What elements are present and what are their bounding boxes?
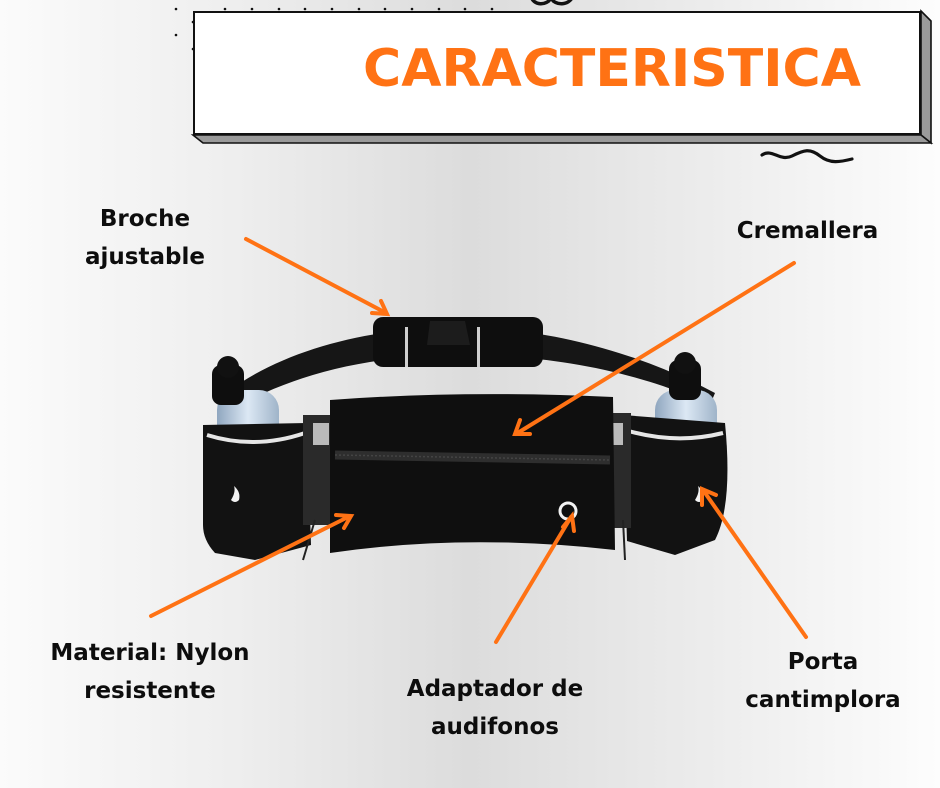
title-box: CARACTERISTICA: [193, 11, 921, 135]
wave-squiggle-icon: [760, 149, 854, 164]
loop-scribble-icon: [530, 0, 573, 6]
title-box-3d-edge: [190, 9, 934, 145]
running-belt-image: [203, 317, 728, 561]
arrow-broche: [244, 237, 388, 315]
feature-label-porta: Porta cantimplora: [745, 649, 901, 713]
feature-label-broche: Broche ajustable: [85, 206, 205, 270]
dot-grid-icon: [174, 7, 494, 51]
feature-label-cremallera: Cremallera: [736, 218, 879, 244]
page-title: CARACTERISTICA: [363, 39, 861, 99]
feature-label-material: Material: Nylon resistente: [50, 640, 250, 704]
feature-label-adaptador: Adaptador de audifonos: [406, 676, 584, 740]
